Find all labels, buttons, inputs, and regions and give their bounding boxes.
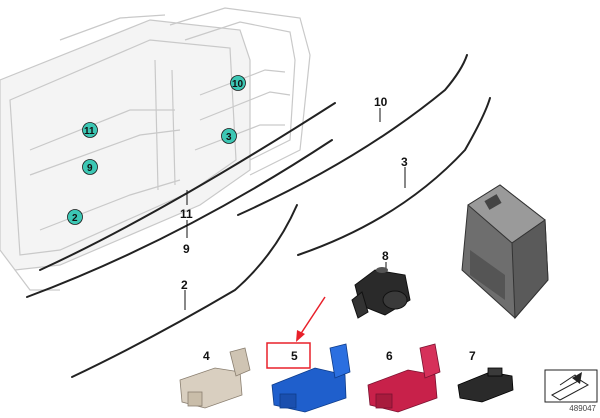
strip-2 bbox=[71, 204, 298, 378]
label-11: 11 bbox=[180, 207, 193, 221]
callout-9: 9 bbox=[87, 163, 93, 174]
callout-11-marker bbox=[82, 122, 98, 138]
label-9: 9 bbox=[183, 242, 190, 256]
parts-symbol-icon bbox=[544, 369, 598, 403]
connector-part-7 bbox=[457, 367, 514, 403]
highlight-arrow-head bbox=[296, 330, 305, 342]
connector-part-4 bbox=[179, 347, 251, 409]
callout-2-marker bbox=[67, 209, 83, 225]
highlight-box bbox=[266, 342, 311, 369]
strip-10 bbox=[237, 54, 468, 216]
label-7: 7 bbox=[469, 349, 476, 363]
label-5: 5 bbox=[291, 349, 298, 363]
strip-3 bbox=[297, 97, 491, 256]
callout-10: 10 bbox=[232, 79, 244, 90]
label-4: 4 bbox=[203, 349, 210, 363]
sensor-part-8 bbox=[351, 267, 411, 319]
callout-9-marker bbox=[82, 159, 98, 175]
trim-strips bbox=[26, 54, 491, 378]
control-module-part-1 bbox=[461, 184, 549, 320]
connector-part-6 bbox=[367, 343, 441, 413]
callout-11: 11 bbox=[84, 126, 95, 137]
label-2: 2 bbox=[181, 278, 188, 292]
door-panels-illustration bbox=[0, 7, 311, 291]
label-8: 8 bbox=[382, 249, 389, 263]
callout-2: 2 bbox=[72, 213, 78, 224]
door-callouts bbox=[67, 75, 246, 225]
document-number: 489047 bbox=[569, 404, 596, 413]
strip-11 bbox=[39, 102, 336, 271]
callout-10-marker bbox=[230, 75, 246, 91]
strip-9 bbox=[26, 139, 333, 298]
label-3: 3 bbox=[401, 155, 408, 169]
callout-3-marker bbox=[221, 128, 237, 144]
label-6: 6 bbox=[386, 349, 393, 363]
highlight-arrow-line bbox=[299, 296, 326, 336]
label-10: 10 bbox=[374, 95, 388, 109]
connector-part-5 bbox=[271, 343, 351, 413]
callout-3: 3 bbox=[226, 132, 232, 143]
